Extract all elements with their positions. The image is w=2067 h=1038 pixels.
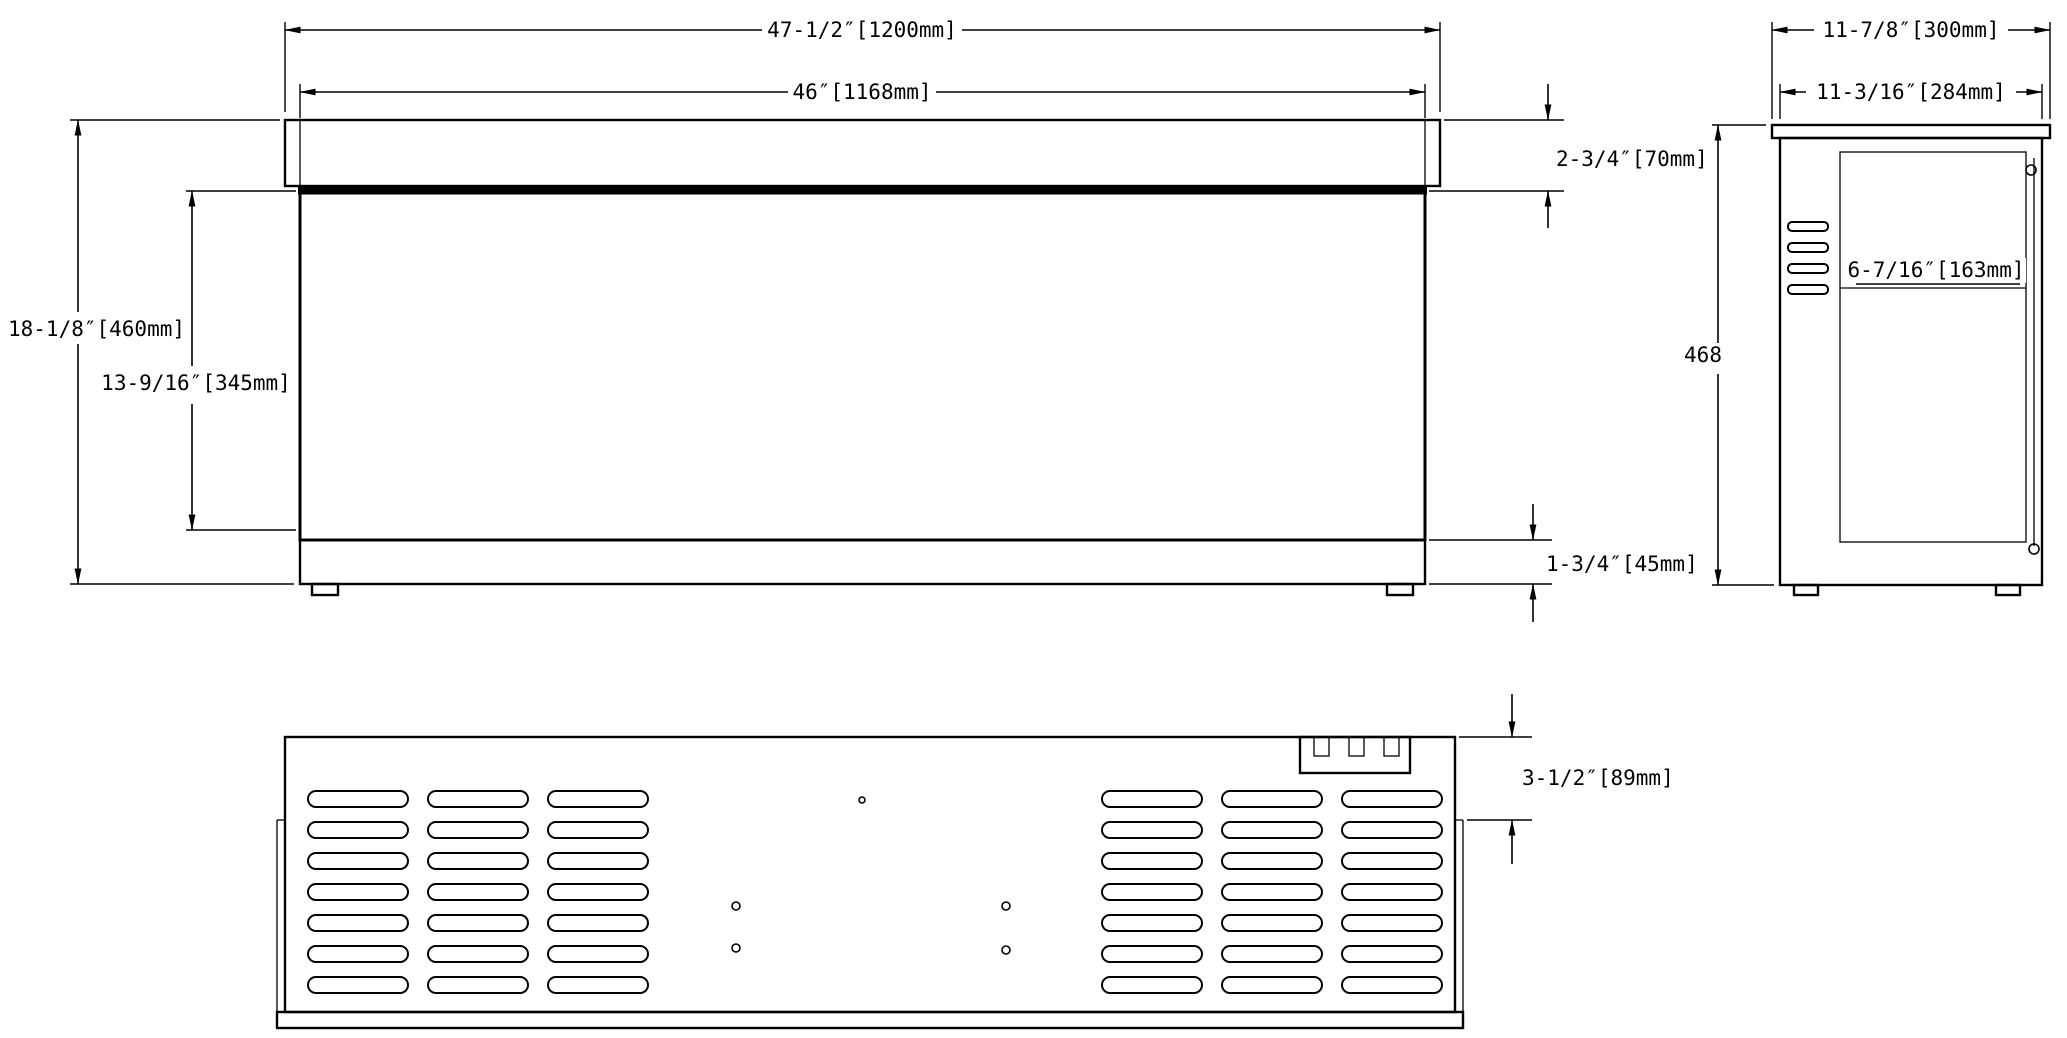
side-foot-left	[1792, 583, 1820, 597]
bottom-dimensions: 3-1/2″[89mm]	[1459, 694, 1674, 864]
front-foot-right	[1385, 582, 1415, 597]
dim-base-height: 1-3/4″[45mm]	[1429, 504, 1698, 622]
side-hinge-top	[2025, 164, 2037, 176]
dim-side-height-label: 468	[1684, 343, 1722, 367]
side-view	[1770, 123, 2052, 597]
mounting-holes	[731, 796, 1011, 955]
dim-flange-height-label: 3-1/2″[89mm]	[1522, 766, 1674, 790]
dim-inner-width-label: 46″[1168mm]	[792, 80, 931, 104]
side-door-liner	[1839, 151, 2027, 543]
dim-base-height-label: 1-3/4″[45mm]	[1546, 552, 1698, 576]
dim-body-height: 13-9/16″[345mm]	[94, 190, 298, 531]
dim-body-height-label: 13-9/16″[345mm]	[101, 371, 291, 395]
dim-overall-depth: 11-7/8″[300mm]	[1771, 18, 2051, 119]
side-hinge-bottom	[2028, 543, 2040, 555]
bottom-view	[275, 735, 1465, 1030]
dim-overall-width-label: 47-1/2″[1200mm]	[767, 18, 957, 42]
front-base-band	[298, 538, 1427, 586]
dim-lid-height: 2-3/4″[70mm]	[1429, 84, 1708, 228]
dim-overall-width: 47-1/2″[1200mm]	[284, 18, 1441, 112]
dim-lid-height-label: 2-3/4″[70mm]	[1556, 147, 1708, 171]
dim-door-depth-label: 6-7/16″[163mm]	[1847, 258, 2024, 282]
dim-side-height: 468	[1678, 124, 1774, 586]
side-foot-right	[1994, 583, 2022, 597]
terminal-block	[1298, 735, 1412, 775]
vent-louvers-left	[307, 790, 649, 994]
bottom-back-strip	[275, 1010, 1465, 1030]
dim-inner-width: 46″[1168mm]	[299, 80, 1426, 118]
side-body	[1778, 136, 2044, 587]
side-vent-louvers	[1787, 221, 1829, 295]
front-body-panel	[298, 189, 1427, 542]
front-lid	[283, 118, 1442, 188]
side-dimensions: 11-7/8″[300mm] 11-3/16″[284mm] 468 6-7/1…	[1678, 18, 2051, 586]
dim-flange-height: 3-1/2″[89mm]	[1459, 694, 1674, 864]
front-dimensions: 47-1/2″[1200mm] 46″[1168mm] 18-1/8″[460m…	[2, 18, 1708, 622]
dim-door-depth: 6-7/16″[163mm]	[1846, 258, 2026, 285]
dim-overall-depth-label: 11-7/8″[300mm]	[1822, 18, 1999, 42]
vent-louvers-right	[1101, 790, 1443, 994]
dim-inner-depth-label: 11-3/16″[284mm]	[1816, 80, 2006, 104]
front-view	[283, 118, 1442, 597]
dim-inner-depth: 11-3/16″[284mm]	[1779, 80, 2043, 119]
dim-overall-height: 18-1/8″[460mm]	[2, 119, 294, 585]
bottom-panel	[283, 735, 1457, 1014]
side-lid	[1770, 123, 2052, 140]
front-foot-left	[310, 582, 340, 597]
dim-overall-height-label: 18-1/8″[460mm]	[8, 317, 185, 341]
